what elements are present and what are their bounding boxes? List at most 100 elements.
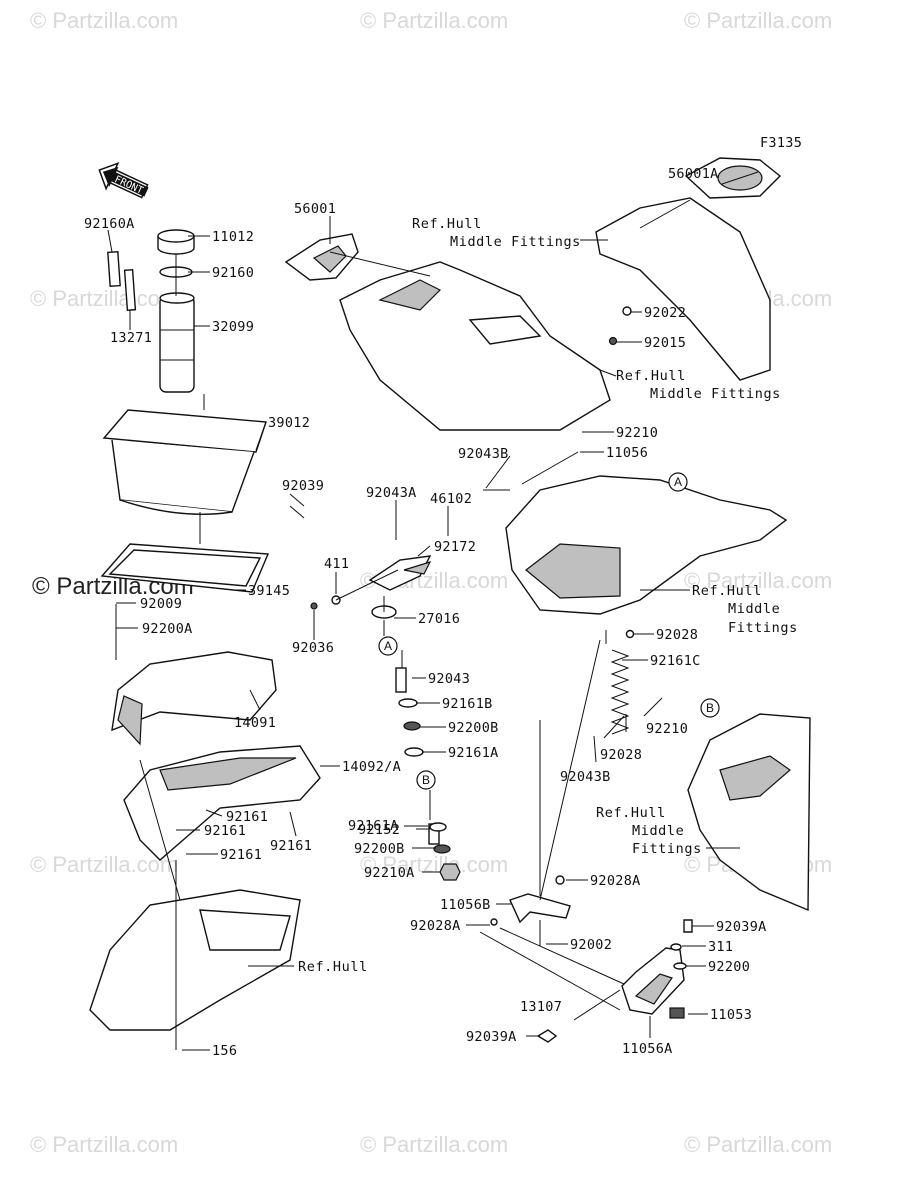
ref-hull-center-shape bbox=[505, 475, 788, 615]
watermark: © Partzilla.com bbox=[684, 568, 832, 593]
label-92160: 92160 bbox=[212, 265, 254, 281]
watermark: © Partzilla.com bbox=[684, 1132, 832, 1157]
label-32099: 32099 bbox=[212, 319, 254, 335]
ref-hull-top-line1: Ref.Hull bbox=[412, 216, 482, 232]
part-13271-strip bbox=[123, 269, 137, 311]
label-92161C: 92161C bbox=[650, 653, 701, 669]
label-92210A: 92210A bbox=[364, 865, 415, 881]
part-92200B-2 bbox=[433, 844, 451, 854]
label-92028-b: 92028 bbox=[600, 747, 642, 763]
label-39012: 39012 bbox=[268, 415, 310, 431]
ref-hull-b-line2: Middle bbox=[632, 823, 684, 839]
part-14091-bracket bbox=[111, 651, 277, 746]
label-92028: 92028 bbox=[656, 627, 698, 643]
label-leaders bbox=[107, 171, 759, 1051]
label-92161-d: 92161 bbox=[220, 847, 262, 863]
connection-lines bbox=[115, 199, 691, 1030]
label-13271: 13271 bbox=[110, 330, 152, 346]
label-156: 156 bbox=[212, 1043, 237, 1059]
ref-hull-mid-line2: Middle bbox=[728, 601, 780, 617]
label-92015: 92015 bbox=[644, 335, 686, 351]
label-92161-b: 92161 bbox=[204, 823, 246, 839]
label-56001A: 56001A bbox=[668, 166, 719, 182]
part-92039A-2 bbox=[536, 1029, 558, 1043]
ref-hull-bottom: Ref.Hull bbox=[298, 959, 368, 975]
callout-b-shaft: B bbox=[416, 770, 436, 790]
callout-a-shaft: A bbox=[378, 636, 398, 656]
label-11053: 11053 bbox=[710, 1007, 752, 1023]
label-11012: 11012 bbox=[212, 229, 254, 245]
part-46102-lever bbox=[368, 555, 432, 591]
watermark: © Partzilla.com bbox=[30, 286, 178, 311]
ref-hull-top-line2: Middle Fittings bbox=[450, 234, 581, 250]
callout-a-top: A bbox=[668, 472, 688, 492]
part-92160A-strip bbox=[107, 250, 121, 288]
part-92036 bbox=[310, 602, 318, 610]
label-92036: 92036 bbox=[292, 640, 334, 656]
label-92172: 92172 bbox=[434, 539, 476, 555]
label-92028A-b: 92028A bbox=[410, 918, 461, 934]
label-92161A: 92161A bbox=[448, 745, 499, 761]
ref-hull-mid-line3: Fittings bbox=[728, 620, 798, 636]
svg-text:A: A bbox=[674, 475, 682, 489]
label-92002: 92002 bbox=[570, 937, 612, 953]
label-92200B: 92200B bbox=[448, 720, 499, 736]
part-92161C-spring bbox=[610, 649, 630, 735]
part-92161A bbox=[404, 747, 424, 757]
label-92043: 92043 bbox=[428, 671, 470, 687]
ref-hull-mid-line1: Ref.Hull bbox=[692, 583, 762, 599]
part-labels: 56001A 56001 92160A 11012 92160 13271 32… bbox=[84, 166, 767, 1059]
ref-hull-right-line2: Middle Fittings bbox=[650, 386, 781, 402]
part-92028A bbox=[555, 875, 565, 885]
label-92022: 92022 bbox=[644, 305, 686, 321]
ref-hull-b-line3: Fittings bbox=[632, 841, 702, 857]
part-92161B bbox=[398, 698, 418, 708]
part-14092-cover bbox=[123, 745, 321, 861]
label-39145: 39145 bbox=[248, 583, 290, 599]
part-311 bbox=[670, 943, 682, 951]
part-92022 bbox=[622, 306, 632, 316]
label-27016: 27016 bbox=[418, 611, 460, 627]
label-92152: 92152 bbox=[358, 822, 400, 838]
part-11056A-handle bbox=[621, 947, 685, 1015]
watermark: © Partzilla.com bbox=[360, 1132, 508, 1157]
label-11056A: 11056A bbox=[622, 1041, 673, 1057]
part-92161A-2 bbox=[429, 822, 447, 832]
watermark: © Partzilla.com bbox=[30, 1132, 178, 1157]
ref-hull-b-line1: Ref.Hull bbox=[596, 805, 666, 821]
label-92210-b: 92210 bbox=[646, 721, 688, 737]
label-311: 311 bbox=[708, 939, 733, 955]
part-92028A-2 bbox=[490, 918, 498, 926]
front-arrow-icon: FRONT bbox=[98, 161, 149, 199]
label-92043B-b: 92043B bbox=[560, 769, 611, 785]
ref-hull-b-shape bbox=[687, 713, 811, 912]
label-92200: 92200 bbox=[708, 959, 750, 975]
part-13107-rod bbox=[573, 989, 621, 1021]
part-92200B bbox=[403, 721, 421, 731]
label-92039A-b: 92039A bbox=[466, 1029, 517, 1045]
part-92015 bbox=[608, 336, 618, 346]
label-92160A: 92160A bbox=[84, 216, 135, 232]
ref-hull-right-line1: Ref.Hull bbox=[616, 368, 686, 384]
label-411: 411 bbox=[324, 556, 349, 572]
watermark: © Partzilla.com bbox=[360, 8, 508, 33]
ref-hull-bottom-shape bbox=[89, 889, 301, 1031]
part-11053 bbox=[669, 1007, 685, 1019]
label-46102: 46102 bbox=[430, 491, 472, 507]
watermark: © Partzilla.com bbox=[360, 852, 508, 877]
part-39145-gasket bbox=[100, 543, 270, 593]
label-92039A: 92039A bbox=[716, 919, 767, 935]
label-92161-a: 92161 bbox=[226, 809, 268, 825]
label-92043A: 92043A bbox=[366, 485, 417, 501]
part-56001A-mirror bbox=[684, 157, 782, 199]
svg-text:A: A bbox=[384, 639, 392, 653]
callout-b-hull: B bbox=[700, 698, 720, 718]
reference-labels: Ref.Hull Middle Fittings Ref.Hull Middle… bbox=[298, 216, 798, 975]
figure-code: F3135 bbox=[760, 135, 802, 151]
part-92028 bbox=[625, 629, 635, 639]
label-92043B: 92043B bbox=[458, 446, 509, 462]
part-92039-screw bbox=[289, 505, 305, 519]
svg-text:B: B bbox=[706, 701, 714, 715]
